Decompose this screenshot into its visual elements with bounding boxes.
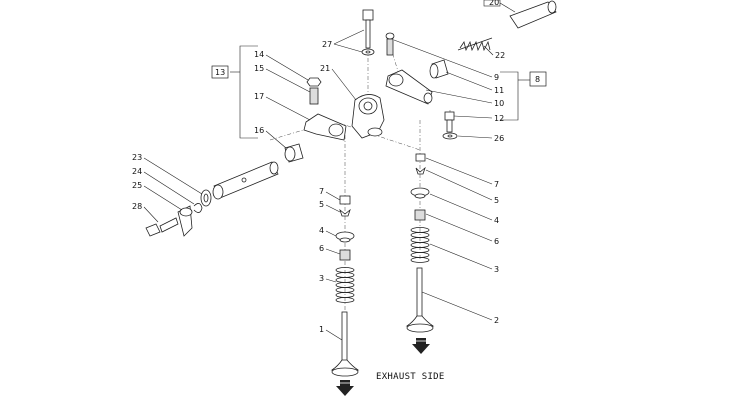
- group-bracket-13: 13: [211, 45, 258, 139]
- callout-4-intake: 4: [319, 226, 324, 235]
- callout-15: 15: [254, 64, 264, 73]
- collets-5a: [339, 208, 351, 217]
- rocker-shaft: [212, 161, 279, 200]
- bushing-16: [284, 143, 304, 163]
- plug-25: [177, 205, 193, 237]
- valve-1: [330, 311, 360, 377]
- group-box-13: [211, 65, 229, 79]
- callout-23: 23: [132, 153, 142, 162]
- callout-3-intake: 3: [319, 274, 324, 283]
- group-label-8: 8: [535, 75, 540, 84]
- callout-26: 26: [494, 134, 504, 143]
- adjusting-screw-9: [385, 32, 395, 56]
- spring-3a: [335, 267, 355, 303]
- callout-25: 25: [132, 181, 142, 190]
- callouts: 27 22 14 15 21 9 11 10 17 12 16 26: [132, 29, 505, 341]
- seal-6b: [414, 209, 426, 221]
- intake-valve-assembly: [330, 195, 360, 396]
- callout-9: 9: [494, 73, 499, 82]
- callout-21: 21: [320, 64, 330, 73]
- group-label-13: 13: [215, 68, 225, 77]
- callout-22: 22: [495, 51, 505, 60]
- flow-arrow-exhaust-icon: [412, 338, 430, 354]
- callout-6-exhaust: 6: [494, 237, 499, 246]
- clip-24: [193, 203, 203, 213]
- group-box-8: [529, 71, 547, 87]
- callout-7-exhaust: 7: [494, 180, 499, 189]
- nut-14: [306, 77, 322, 87]
- bolt-28: [145, 217, 179, 237]
- bolt-27: [361, 9, 375, 56]
- callout-17: 17: [254, 92, 264, 101]
- spring-3b: [410, 227, 430, 263]
- callout-3-exhaust: 3: [494, 265, 499, 274]
- callout-4-exhaust: 4: [494, 216, 499, 225]
- callout-11: 11: [494, 86, 504, 95]
- valve-2: [405, 267, 435, 333]
- top-shaft-part: 20: [483, 0, 557, 29]
- exhaust-side-caption: EXHAUST SIDE: [376, 372, 445, 382]
- flow-arrow-intake-icon: [336, 380, 354, 396]
- bushing-11: [429, 59, 449, 79]
- callout-7-intake: 7: [319, 187, 324, 196]
- callout-6-intake: 6: [319, 244, 324, 253]
- callout-20: 20: [489, 0, 499, 7]
- valve-cap-7b: [415, 153, 426, 162]
- callout-5-intake: 5: [319, 200, 324, 209]
- spring-22: [457, 37, 493, 52]
- callout-1: 1: [319, 325, 324, 334]
- callout-12: 12: [494, 114, 504, 123]
- assembly-centerlines: [269, 40, 451, 310]
- washer-26: [442, 132, 458, 140]
- bolt-12: [444, 111, 455, 133]
- seal-6a: [339, 249, 351, 261]
- exhaust-valve-assembly: [405, 153, 435, 354]
- callout-16: 16: [254, 126, 264, 135]
- callout-14: 14: [254, 50, 264, 59]
- valve-cap-7a: [339, 195, 351, 205]
- callout-10: 10: [494, 99, 504, 108]
- callout-24: 24: [132, 167, 142, 176]
- screw-15: [309, 87, 319, 105]
- callout-2: 2: [494, 316, 499, 325]
- rocker-arm-exhaust: [385, 69, 433, 105]
- washer-23: [200, 189, 212, 207]
- callout-28: 28: [132, 202, 142, 211]
- rocker-arm-17: [303, 113, 347, 141]
- rocker-support-21: [351, 94, 385, 139]
- collets-5b: [415, 166, 426, 175]
- callout-27: 27: [322, 40, 332, 49]
- callout-5-exhaust: 5: [494, 196, 499, 205]
- group-bracket-8: 8: [500, 71, 547, 121]
